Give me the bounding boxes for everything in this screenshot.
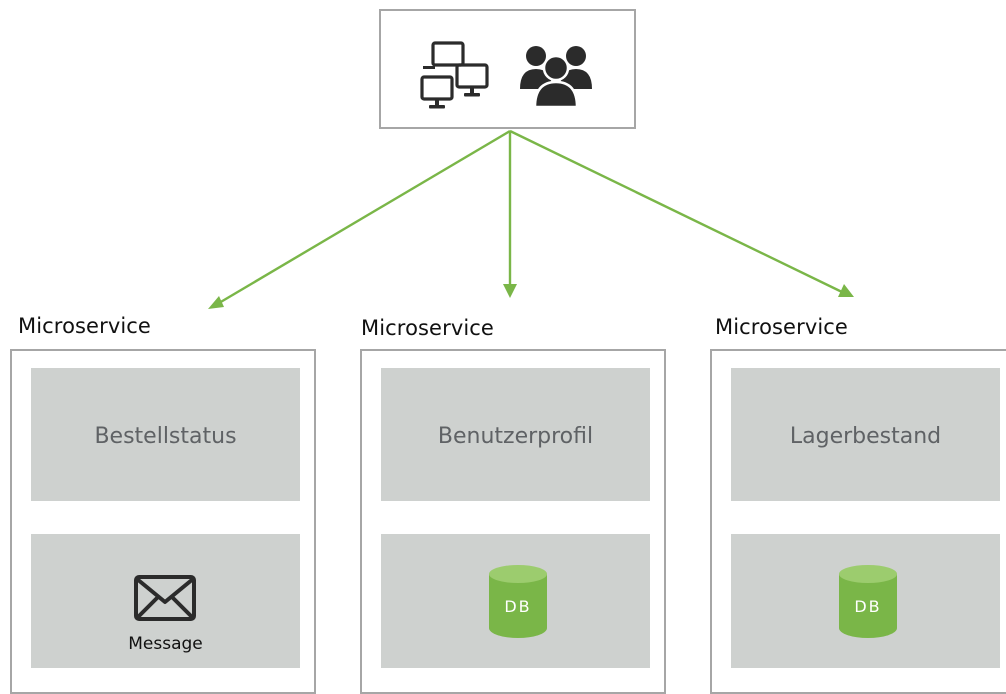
component-panel: Benutzerprofil <box>381 368 650 501</box>
users-icon <box>520 46 592 109</box>
arrowhead-center <box>503 284 517 298</box>
arrow-to-bestellstatus <box>218 129 511 305</box>
microservice-frame: Bestellstatus Message <box>10 349 316 694</box>
message-label: Message <box>128 634 203 654</box>
microservice-label: Microservice <box>18 314 151 338</box>
arrowhead-left <box>208 296 224 309</box>
component-panel: Bestellstatus <box>31 368 300 501</box>
db-label: DB <box>854 597 881 616</box>
computers-icon <box>420 41 489 109</box>
component-title: Bestellstatus <box>94 424 237 449</box>
db-label: DB <box>504 597 531 616</box>
arrow-to-lagerbestand <box>509 129 843 294</box>
component-title: Benutzerprofil <box>437 424 594 449</box>
microservice-frame: Lagerbestand DB <box>710 349 1006 694</box>
storage-panel: Message <box>31 534 300 668</box>
client-box <box>379 9 636 129</box>
component-panel: Lagerbestand <box>731 368 1000 501</box>
microservice-label: Microservice <box>715 315 848 339</box>
arrowhead-right <box>838 284 854 297</box>
storage-panel: DB <box>731 534 1000 668</box>
database-icon: DB <box>489 565 547 638</box>
envelope-icon <box>134 575 196 621</box>
microservice-label: Microservice <box>361 316 494 340</box>
database-icon: DB <box>839 565 897 638</box>
component-title: Lagerbestand <box>789 424 942 449</box>
storage-panel: DB <box>381 534 650 668</box>
microservice-frame: Benutzerprofil DB <box>360 349 666 694</box>
